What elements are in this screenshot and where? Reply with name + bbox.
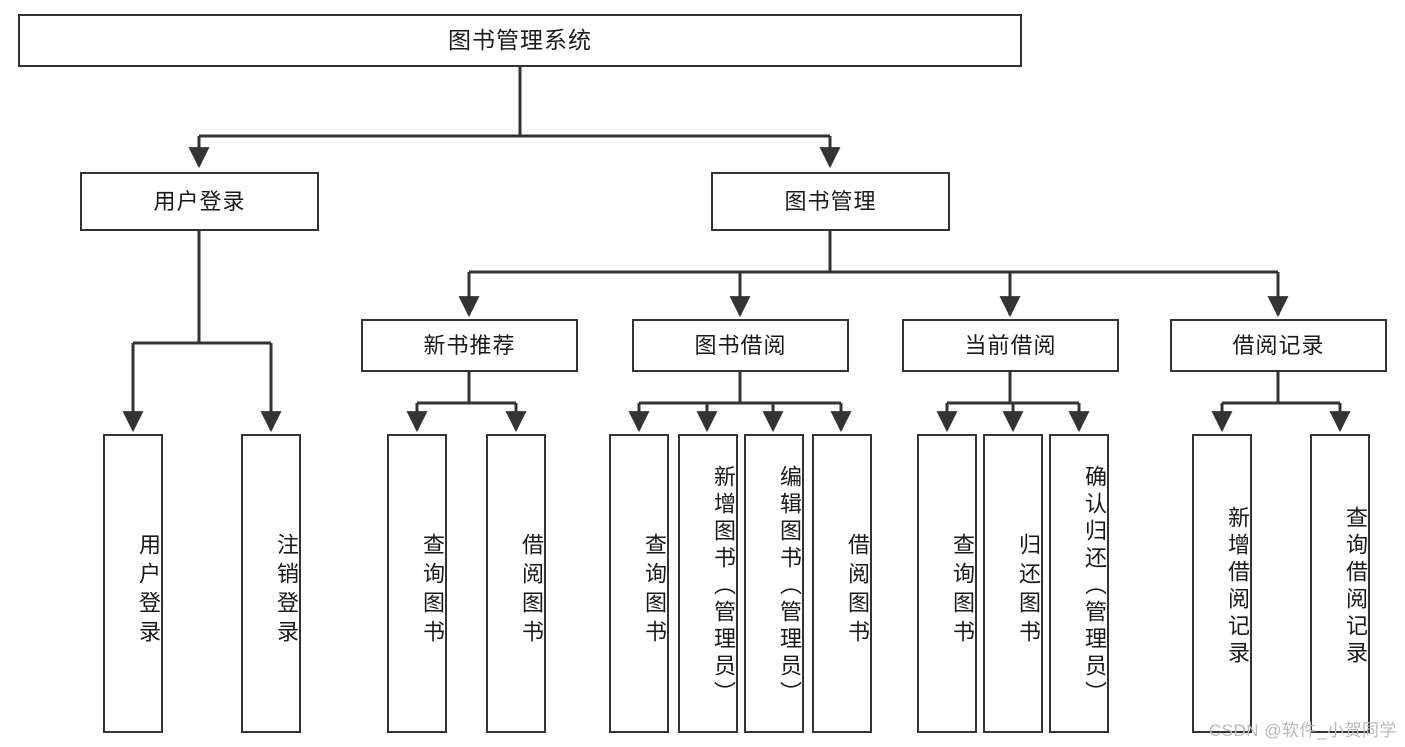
leaf-confirm-return-admin[interactable]: 确认归还（管理员）: [1049, 434, 1109, 733]
leaf-add-borrow-record[interactable]: 新增借阅记录: [1192, 434, 1252, 733]
watermark-text: CSDN @软件_小贺同学: [1208, 721, 1397, 740]
node-book-borrow[interactable]: 图书借阅: [632, 319, 849, 372]
leaf-query-book-recommend[interactable]: 查询图书: [387, 434, 447, 733]
leaf-query-borrow-record[interactable]: 查询借阅记录: [1310, 434, 1370, 733]
leaf-user-logout[interactable]: 注销登录: [241, 434, 301, 733]
node-borrow-record[interactable]: 借阅记录: [1170, 319, 1387, 372]
node-user-login[interactable]: 用户登录: [80, 172, 319, 231]
leaf-borrow-book-borrow[interactable]: 借阅图书: [812, 434, 872, 733]
leaf-edit-book-admin[interactable]: 编辑图书（管理员）: [744, 434, 804, 733]
node-new-book-recommend[interactable]: 新书推荐: [361, 319, 578, 372]
node-current-borrow[interactable]: 当前借阅: [902, 319, 1119, 372]
leaf-return-book[interactable]: 归还图书: [983, 434, 1043, 733]
leaf-query-book-current[interactable]: 查询图书: [917, 434, 977, 733]
leaf-query-book-borrow[interactable]: 查询图书: [609, 434, 669, 733]
leaf-borrow-book-recommend[interactable]: 借阅图书: [486, 434, 546, 733]
node-root-book-management-system[interactable]: 图书管理系统: [18, 14, 1022, 67]
leaf-user-login[interactable]: 用户登录: [103, 434, 163, 733]
node-book-management[interactable]: 图书管理: [711, 172, 950, 231]
leaf-add-book-admin[interactable]: 新增图书（管理员）: [678, 434, 738, 733]
